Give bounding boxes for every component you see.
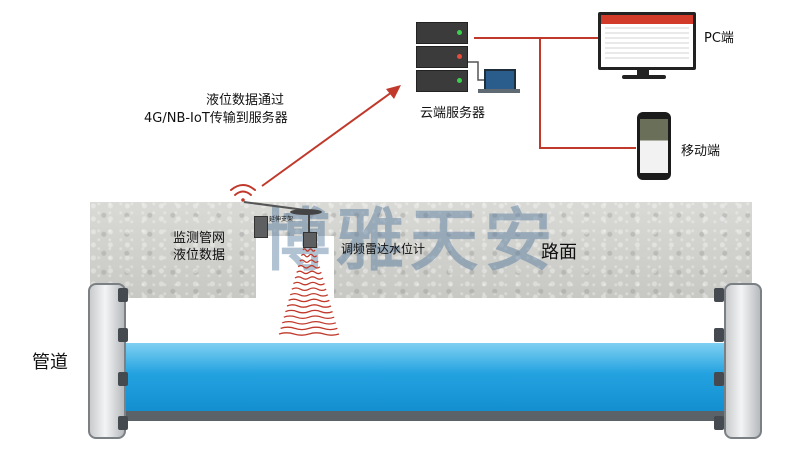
- radar-wave-arc: [281, 327, 338, 329]
- cloud-server-label: 云端服务器: [420, 105, 485, 122]
- radar-wave-arc: [301, 254, 316, 256]
- pc-label: PC端: [704, 30, 734, 47]
- radar-sensor-icon: [254, 216, 268, 238]
- radar-transducer-icon: [303, 232, 317, 248]
- radar-wave-arc: [282, 322, 336, 324]
- radar-wave-arc: [303, 249, 315, 251]
- radar-wave-arc: [290, 294, 328, 296]
- radar-wave-arc: [289, 299, 330, 301]
- radar-wave-arc: [297, 271, 322, 273]
- radar-wave-arc: [285, 310, 332, 312]
- transmission-arrow-head: [386, 85, 401, 99]
- radar-wave-arc: [284, 316, 334, 318]
- radar-wave-arc: [293, 282, 324, 284]
- bracket-label: 延伸支架: [269, 214, 293, 223]
- monitoring-label-line1: 监测管网: [173, 230, 225, 247]
- monitor-base: [622, 75, 666, 79]
- radar-wave-arc: [292, 288, 326, 290]
- radar-wave-arc: [298, 266, 320, 268]
- link-server-laptop: [466, 62, 484, 80]
- mobile-label: 移动端: [681, 143, 720, 160]
- radar-gauge-label: 调频雷达水位计: [341, 241, 425, 258]
- pipe-label: 管道: [32, 348, 68, 374]
- radar-wave-arc: [295, 277, 323, 279]
- wifi-signal-icon: [231, 185, 255, 202]
- monitoring-label-line2: 液位数据: [173, 247, 225, 264]
- transmission-label-line2: 4G/NB-IoT传输到服务器: [144, 110, 288, 127]
- radar-waves: [279, 249, 339, 335]
- laptop-icon: [484, 69, 516, 91]
- radar-wave-arc: [279, 333, 339, 335]
- road-label: 路面: [541, 238, 577, 264]
- monitor-stand: [637, 67, 649, 75]
- laptop-base: [478, 89, 520, 93]
- monitor-icon: [598, 12, 696, 70]
- radar-wave-arc: [300, 260, 318, 262]
- transmission-label-line1: 液位数据通过: [190, 92, 300, 109]
- radar-wave-arc: [287, 305, 331, 307]
- bracket-mount: [290, 209, 322, 215]
- smartphone-icon: [637, 112, 671, 180]
